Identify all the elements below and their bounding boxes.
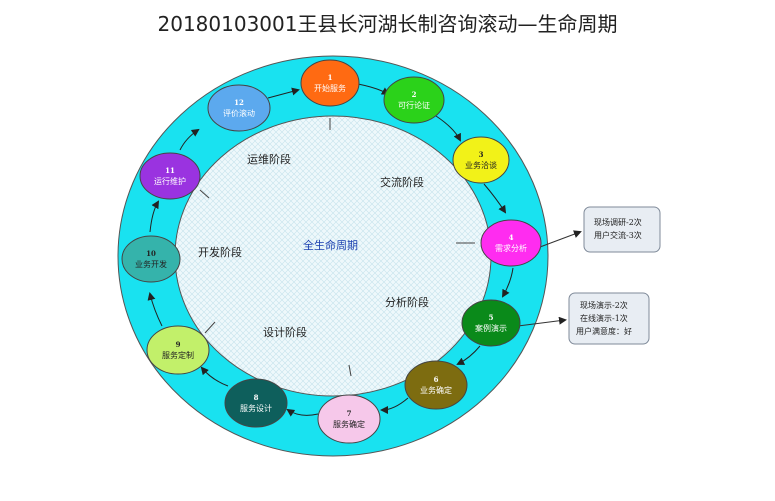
callout-arrows bbox=[517, 230, 582, 327]
node-label: 服务确定 bbox=[333, 419, 365, 429]
center-label: 全生命周期 bbox=[303, 238, 358, 252]
node-number: 12 bbox=[234, 98, 244, 107]
phase-label-comm: 交流阶段 bbox=[380, 175, 424, 189]
node-label: 业务确定 bbox=[420, 385, 452, 395]
node-shape bbox=[300, 59, 360, 107]
node-number: 4 bbox=[509, 233, 514, 242]
node-label: 开始服务 bbox=[314, 83, 346, 93]
node-shape bbox=[480, 219, 542, 267]
phase-label-design: 设计阶段 bbox=[263, 325, 307, 339]
node-shape bbox=[146, 325, 210, 375]
node-label: 业务开发 bbox=[135, 259, 167, 269]
node-label: 可行论证 bbox=[398, 100, 430, 110]
node-shape bbox=[121, 235, 181, 283]
note-2-line-1: 现场演示-2次 bbox=[580, 300, 628, 310]
node-shape bbox=[317, 394, 381, 444]
node-number: 9 bbox=[176, 340, 181, 349]
node-number: 3 bbox=[479, 150, 484, 159]
page-title: 20180103001王县长河湖长制咨询滚动—生命周期 bbox=[157, 12, 618, 36]
node-shape bbox=[452, 136, 510, 184]
phase-label-dev: 开发阶段 bbox=[198, 245, 242, 259]
node-number: 8 bbox=[254, 393, 259, 402]
note-1-line-2: 用户交流-3次 bbox=[594, 230, 642, 240]
node-label: 服务设计 bbox=[240, 403, 272, 413]
node-number: 11 bbox=[165, 166, 175, 175]
note-2-line-3: 用户满意度：好 bbox=[576, 326, 632, 336]
note-2-line-2: 在线演示-1次 bbox=[580, 313, 628, 323]
note-box-1: 现场调研-2次 用户交流-3次 bbox=[583, 206, 661, 253]
node-shape bbox=[383, 76, 445, 124]
node-label: 运行维护 bbox=[154, 176, 186, 186]
node-label: 评价滚动 bbox=[223, 108, 255, 118]
node-shape bbox=[224, 378, 288, 428]
node-label: 需求分析 bbox=[495, 243, 527, 253]
node-number: 5 bbox=[489, 313, 494, 322]
node-label: 业务洽谈 bbox=[465, 160, 497, 170]
node-number: 1 bbox=[328, 73, 333, 82]
node-shape bbox=[207, 84, 271, 132]
phase-label-analysis: 分析阶段 bbox=[385, 295, 429, 309]
node-shape bbox=[404, 360, 468, 410]
node-label: 服务定制 bbox=[162, 350, 194, 360]
node-number: 10 bbox=[146, 249, 156, 258]
lifecycle-nodes: 1开始服务2可行论证3业务洽谈4需求分析5案例演示6业务确定7服务确定8服务设计… bbox=[121, 59, 542, 444]
node-number: 6 bbox=[434, 375, 439, 384]
note-box-2: 现场演示-2次 在线演示-1次 用户满意度：好 bbox=[568, 292, 650, 345]
node-shape bbox=[461, 299, 521, 347]
node-number: 7 bbox=[347, 409, 352, 418]
node-label: 案例演示 bbox=[475, 323, 507, 333]
phase-label-ops: 运维阶段 bbox=[247, 152, 291, 166]
note-1-line-1: 现场调研-2次 bbox=[594, 217, 642, 227]
phase-dividers bbox=[199, 118, 475, 377]
node-shape bbox=[139, 152, 201, 200]
node-number: 2 bbox=[412, 90, 417, 99]
flow-arrows bbox=[147, 83, 514, 417]
